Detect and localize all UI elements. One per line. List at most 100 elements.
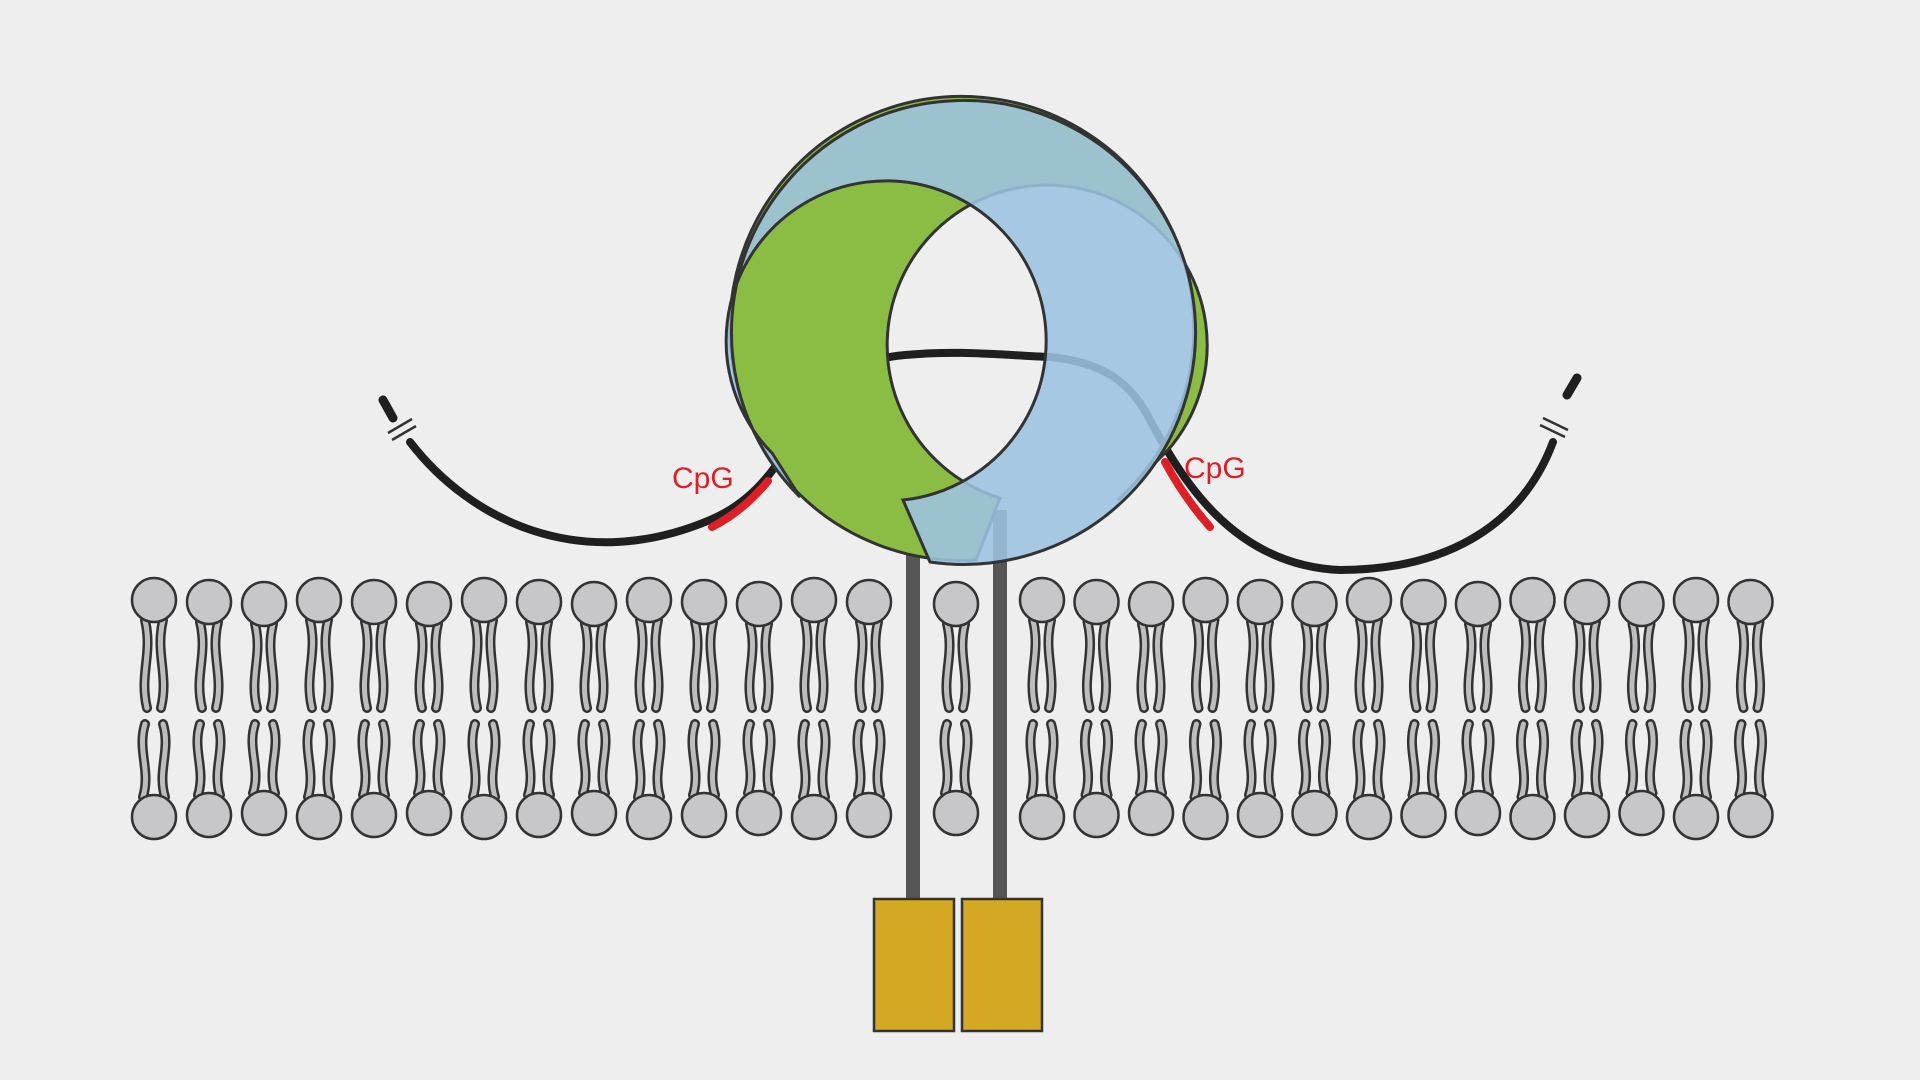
lipid-tail [1045, 719, 1059, 802]
lipid-head [460, 793, 508, 841]
lipid-tail [941, 619, 955, 713]
phospholipid [1182, 576, 1229, 841]
lipid-bilayer [130, 576, 1774, 841]
lipid-tail [157, 719, 171, 802]
phospholipid [1454, 580, 1502, 837]
lipid-tail [1461, 719, 1475, 798]
lipid-tail [1043, 615, 1057, 713]
phospholipid [625, 576, 673, 841]
lipid-tail [1370, 615, 1384, 713]
lipid-tail [632, 719, 646, 802]
lipid-head [1509, 793, 1556, 841]
phospholipid [845, 578, 893, 839]
lipid-tail [1572, 617, 1586, 713]
lipid-head [130, 793, 178, 841]
lipid-tail [1463, 619, 1477, 713]
lipid-tail [522, 719, 536, 800]
lipid-tail [1136, 619, 1150, 713]
lipid-tail [744, 619, 758, 713]
lipid-head [1454, 789, 1502, 837]
lipid-tail [957, 619, 971, 713]
lipid-tail [1152, 619, 1166, 713]
lipid-tail [1590, 719, 1604, 800]
lipid-head [350, 791, 398, 839]
lipid-tail [320, 615, 334, 713]
lipid-head [1073, 791, 1120, 839]
lipid-tail [1733, 719, 1748, 800]
lipid-tail [1297, 719, 1312, 798]
phospholipid [1018, 576, 1066, 841]
lipid-head [680, 791, 728, 839]
lipid-tail [597, 719, 611, 798]
receptor-ectodomain-left [724, 99, 1197, 566]
lipid-tail [1426, 719, 1441, 800]
phospholipid [185, 578, 233, 839]
lipid-tail [797, 719, 811, 802]
transmembrane-left [906, 510, 920, 902]
cytoplasmic-domain-right [960, 897, 1044, 1033]
lipid-head [932, 580, 980, 628]
phospholipid [1509, 576, 1556, 841]
lipid-head [735, 580, 783, 628]
lipid-tail [1317, 719, 1332, 798]
cpg-label-right: CpG [1184, 452, 1246, 485]
lipid-head [1563, 578, 1611, 626]
lipid-tail [1263, 719, 1277, 800]
lipid-head [570, 789, 618, 837]
lipid-head [1291, 789, 1338, 837]
lipid-tail [1025, 719, 1039, 802]
lipid-head [515, 578, 563, 626]
lipid-tail [689, 617, 703, 713]
dna-end-left [378, 395, 398, 423]
lipid-tail [1406, 719, 1421, 800]
lipid-head [1018, 576, 1066, 624]
lipid-tail [542, 719, 556, 800]
lipid-head [932, 789, 980, 837]
lipid-head [1073, 578, 1120, 626]
lipid-head [350, 578, 398, 626]
lipid-tail [815, 615, 829, 713]
dna-end-right [1562, 373, 1582, 400]
lipid-tail [1481, 719, 1495, 798]
lipid-head [1563, 791, 1611, 839]
lipid-tail [322, 719, 336, 802]
lipid-tail [652, 719, 666, 802]
lipid-head [460, 576, 508, 624]
lipid-head [1345, 793, 1393, 841]
lipid-tail [155, 615, 169, 713]
lipid-head [1454, 580, 1502, 628]
lipid-tail [1190, 615, 1205, 713]
lipid-tail [577, 719, 591, 798]
lipid-tail [799, 615, 813, 713]
cpg-motif-right [1161, 458, 1214, 531]
lipid-tail [1243, 719, 1257, 800]
lipid-tail [959, 719, 973, 798]
phospholipid [932, 580, 980, 837]
lipid-tail [267, 719, 281, 798]
lipid-tail [247, 719, 261, 798]
lipid-tail [852, 719, 866, 800]
lipid-head [845, 791, 893, 839]
lipid-tail [1134, 719, 1148, 798]
lipid-tail [705, 617, 719, 713]
lipid-tail [1570, 719, 1584, 800]
lipid-tail [1681, 615, 1695, 713]
lipid-head [240, 789, 288, 837]
lipid-head [130, 576, 178, 624]
lipid-tail [1354, 615, 1368, 713]
phospholipid [1291, 580, 1338, 837]
lipid-tail [375, 617, 389, 713]
lipid-tail [1315, 619, 1330, 713]
lipid-tail [194, 617, 208, 713]
transmembrane-segments [906, 510, 1007, 902]
lipid-head [295, 576, 343, 624]
lipid-tail [212, 719, 226, 800]
cpg-motif-left [708, 477, 772, 531]
lipid-tail [1027, 615, 1041, 713]
lipid-tail [467, 719, 481, 802]
lipid-tail [192, 719, 206, 800]
lipid-tail [1424, 617, 1439, 713]
lipid-tail [1699, 719, 1713, 802]
phospholipid [790, 576, 838, 841]
